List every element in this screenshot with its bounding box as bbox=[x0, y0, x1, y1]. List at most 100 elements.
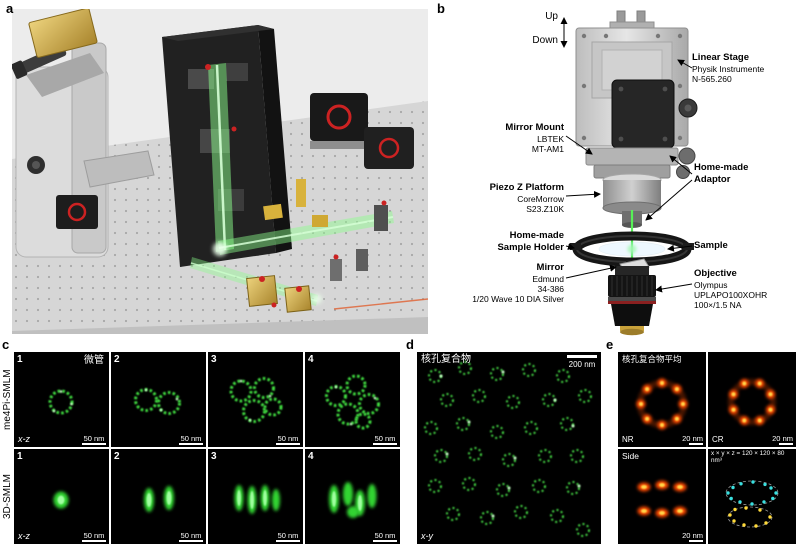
scale-text: 20 nm bbox=[772, 433, 793, 443]
side-camera bbox=[56, 195, 98, 229]
tile-number: 2 bbox=[114, 451, 120, 462]
scale-line bbox=[689, 540, 703, 542]
scale-text: 50 nm bbox=[277, 433, 299, 443]
scale-text: 50 nm bbox=[277, 530, 299, 540]
label-line: Olympus bbox=[694, 279, 728, 290]
tile-number: 2 bbox=[114, 354, 120, 365]
scale-line bbox=[567, 355, 597, 358]
scale-line bbox=[779, 443, 793, 445]
label-home-made-adaptor: Home-made Adaptor bbox=[694, 162, 748, 185]
panel-c-letter: c bbox=[2, 337, 10, 352]
smlm-tile-r1c3: 3 50 nm bbox=[208, 352, 303, 447]
label-sample: Sample bbox=[694, 240, 728, 252]
scale-text: 20 nm bbox=[682, 433, 703, 443]
label-title: Mirror Mount bbox=[505, 122, 564, 133]
piezo-z-platform bbox=[602, 173, 662, 228]
scale-line bbox=[689, 443, 703, 445]
smlm-tile-r2c4: 4 50 nm bbox=[305, 449, 400, 544]
scale-text: 50 nm bbox=[374, 530, 396, 540]
microscope-body bbox=[12, 9, 155, 258]
npc-average-cr-tile: CR 20 nm bbox=[708, 352, 796, 447]
scale-bar: 50 nm bbox=[82, 434, 106, 445]
tile-number: 3 bbox=[211, 451, 217, 462]
panel-d-letter: d bbox=[406, 337, 414, 352]
assembly-drawing bbox=[560, 10, 698, 336]
scale-text: 20 nm bbox=[682, 530, 703, 540]
scale-line bbox=[373, 540, 397, 542]
side-label: Side bbox=[622, 451, 640, 461]
smlm-tile-r2c2: 2 50 nm bbox=[111, 449, 206, 544]
scale-text: 200 nm bbox=[568, 360, 596, 369]
label-sample-holder: Home-made Sample Holder bbox=[497, 230, 564, 253]
up-label: Up bbox=[545, 11, 558, 22]
label-line: 100×/1.5 NA bbox=[694, 300, 742, 311]
camera-1 bbox=[310, 93, 368, 149]
scale-bar: 20 nm bbox=[682, 433, 703, 445]
label-mirror-mount: Mirror Mount LBTEK MT-AM1 bbox=[505, 122, 564, 154]
scale-text: 50 nm bbox=[374, 433, 396, 443]
smlm-tile-r2c1: 1 x-z 50 nm bbox=[14, 449, 109, 544]
smlm-tile-r1c2: 2 50 nm bbox=[111, 352, 206, 447]
row-label-me4pi-smlm: me4Pi-SMLM bbox=[2, 369, 13, 430]
label-title: Mirror bbox=[536, 262, 564, 273]
smlm-tile-r2c3: 3 50 nm bbox=[208, 449, 303, 544]
scale-line bbox=[179, 443, 203, 445]
panel-b-letter: b bbox=[437, 1, 445, 16]
scale-text: 50 nm bbox=[180, 433, 202, 443]
scale-bar: 50 nm bbox=[82, 530, 106, 542]
label-line: MT-AM1 bbox=[531, 143, 564, 154]
tile-number: 4 bbox=[308, 451, 314, 462]
label-line: UPLAPO100XOHR bbox=[694, 289, 768, 300]
label-title: Home-made bbox=[694, 162, 749, 173]
label-line: Edmund bbox=[532, 273, 564, 284]
npc-average-side-tile: Side 20 nm bbox=[618, 449, 706, 544]
scale-bar: 20 nm bbox=[682, 530, 703, 542]
mounts-and-optics bbox=[205, 64, 388, 313]
label-objective: Objective Olympus UPLAPO100XOHR 100×/1.5… bbox=[694, 268, 767, 311]
smlm-tile-r1c4: 4 50 nm bbox=[305, 352, 400, 447]
volume-annotation: x × y × z = 120 × 120 × 80 nm³ bbox=[711, 450, 785, 464]
updown-label: Up Down bbox=[522, 12, 558, 46]
npc-average-nr-tile: 核孔复合物平均 NR 20 nm bbox=[618, 352, 706, 447]
scale-bar: 50 nm bbox=[373, 433, 397, 445]
mirror-mount bbox=[585, 147, 696, 179]
label-line: Physik Instrumente bbox=[692, 63, 765, 74]
home-made-adaptor bbox=[611, 79, 698, 149]
label-title: Sample Holder bbox=[497, 241, 564, 253]
label-title: Linear Stage bbox=[692, 52, 750, 63]
scale-bar: 50 nm bbox=[179, 433, 203, 445]
panel-d-title: 核孔复合物 bbox=[421, 354, 471, 365]
scale-bar: 50 nm bbox=[276, 433, 300, 445]
tile-number: 1 bbox=[17, 451, 23, 462]
label-line: 34-386 bbox=[537, 283, 564, 294]
scale-bar: 50 nm bbox=[179, 530, 203, 542]
sample-coverslip bbox=[598, 241, 666, 257]
camera-2 bbox=[364, 127, 414, 169]
tile-number: 4 bbox=[308, 354, 314, 365]
label-line: CoreMorrow bbox=[517, 193, 564, 204]
scale-bar: 20 nm bbox=[772, 433, 793, 445]
panel-a-letter: a bbox=[6, 1, 14, 16]
axis-label: x-z bbox=[18, 434, 30, 444]
scale-text: 50 nm bbox=[180, 530, 202, 540]
label-title: Adaptor bbox=[694, 173, 731, 185]
scale-line bbox=[82, 443, 106, 445]
label-line: N-565.260 bbox=[692, 73, 732, 84]
label-title: Piezo Z Platform bbox=[489, 182, 564, 193]
panel-e-letter: e bbox=[606, 337, 614, 352]
pointer-lines bbox=[565, 59, 693, 293]
label-line: S23.Z10K bbox=[526, 203, 564, 214]
row-label-3d-smlm: 3D-SMLM bbox=[2, 474, 13, 520]
nr-label: NR bbox=[622, 435, 634, 444]
scale-bar: 200 nm bbox=[567, 355, 597, 369]
label-line: 1/20 Wave 10 DIA Silver bbox=[472, 294, 564, 305]
scale-text: 50 nm bbox=[83, 530, 105, 540]
cr-label: CR bbox=[712, 435, 724, 444]
label-linear-stage: Linear Stage Physik Instrumente N-565.26… bbox=[692, 52, 764, 84]
tile-number: 3 bbox=[211, 354, 217, 365]
label-title: Sample bbox=[694, 240, 728, 251]
scale-line bbox=[82, 540, 106, 542]
objective-lens bbox=[608, 266, 656, 336]
assembly-diagram: Up Down Linear Stage Physik Instrumente … bbox=[436, 6, 798, 337]
